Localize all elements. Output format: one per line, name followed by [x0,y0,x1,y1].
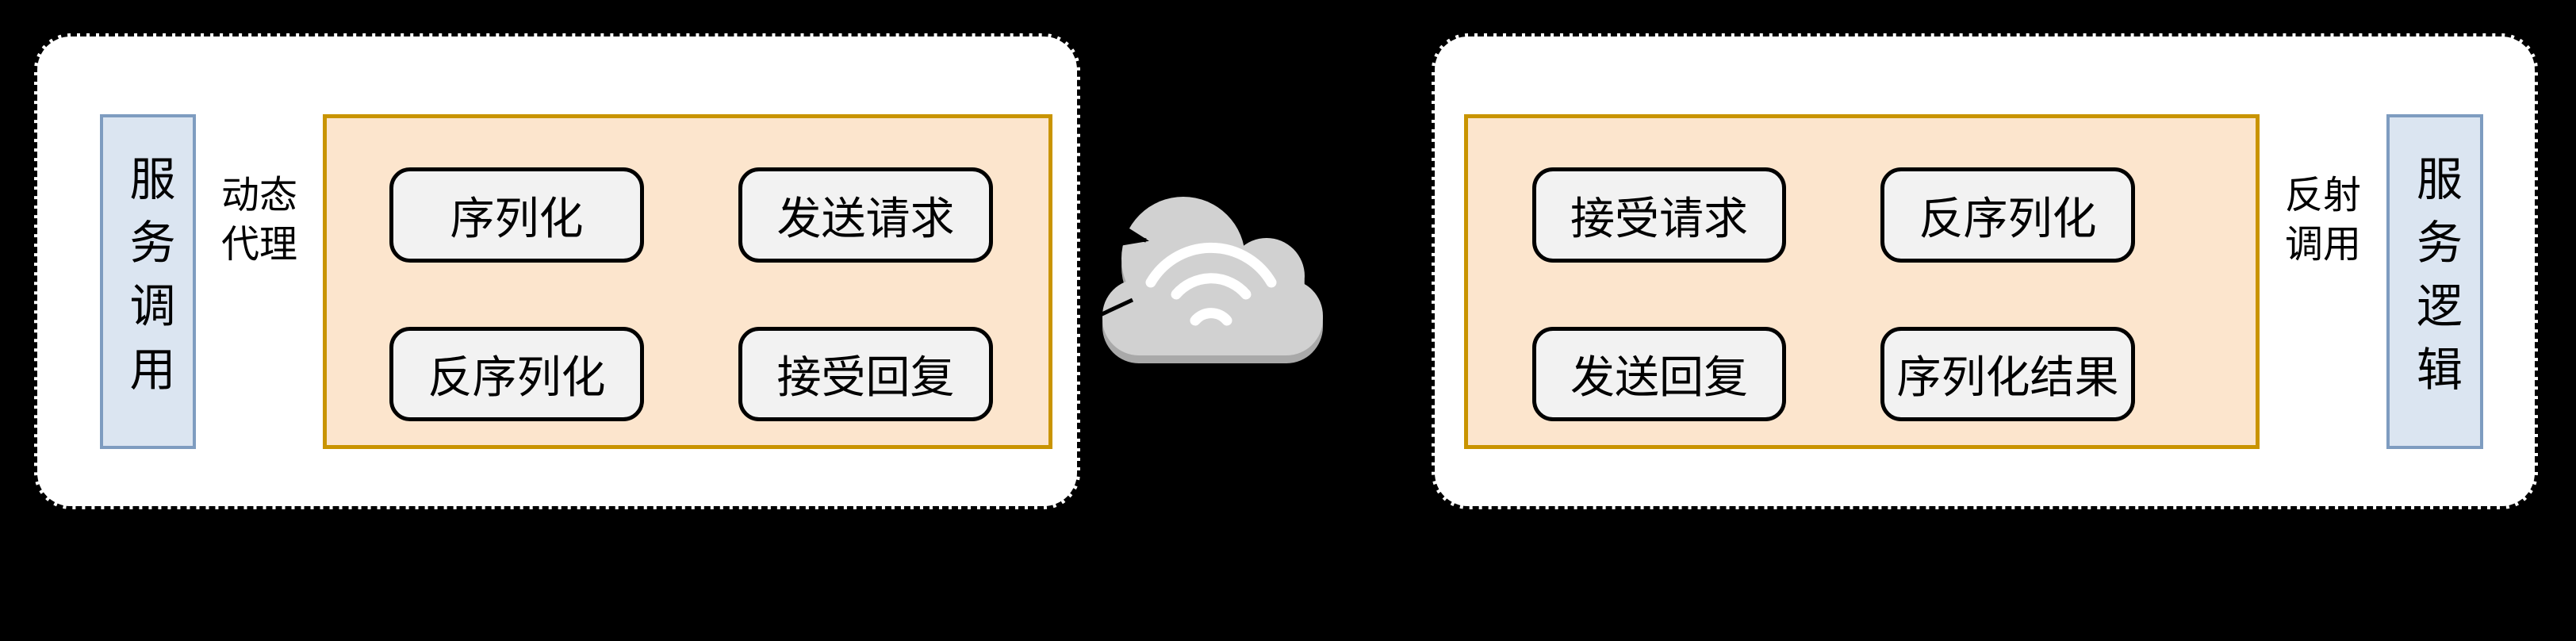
server-host-container: 接受请求 反序列化 发送回复 序列化结果 反射 调用 服务逻辑 [1432,33,2538,509]
server-deserialize-label: 反序列化 [1919,193,2097,244]
service-caller-label: 服务调用 [122,155,174,409]
client-serialize-box: 序列化 [389,167,644,263]
reflection-call-label: 反射 调用 [2260,171,2386,270]
dynamic-proxy-label: 动态 代理 [196,171,323,270]
client-host-container: 服务调用 动态 代理 序列化 发送请求 反序列化 接受回复 [34,33,1080,509]
wifi-icon [1145,242,1277,326]
dynamic-proxy-label-line1: 动态 [220,175,297,217]
server-send-reply-label: 发送回复 [1570,352,1748,402]
cloud-shadow [1102,205,1323,363]
client-send-request-box: 发送请求 [738,167,993,263]
cloud-body [1102,197,1323,355]
client-deserialize-label: 反序列化 [427,352,606,402]
reflection-call-label-line2: 调用 [2284,224,2361,266]
service-caller-box: 服务调用 [100,114,196,449]
cloud-wifi-icon [1102,197,1323,363]
service-logic-label: 服务逻辑 [2409,155,2461,409]
server-receive-request-box: 接受请求 [1532,167,1786,263]
server-receive-request-label: 接受请求 [1570,193,1748,244]
client-receive-reply-box: 接受回复 [738,327,993,421]
server-send-reply-box: 发送回复 [1532,327,1786,421]
dynamic-proxy-label-line2: 代理 [220,224,297,266]
client-send-request-label: 发送请求 [776,193,955,244]
client-serialize-label: 序列化 [450,193,584,244]
client-deserialize-box: 反序列化 [389,327,644,421]
client-receive-reply-label: 接受回复 [776,352,955,402]
server-serialize-result-label: 序列化结果 [1896,352,2119,402]
server-deserialize-box: 反序列化 [1880,167,2135,263]
server-serialize-result-box: 序列化结果 [1880,327,2135,421]
client-rpc-panel: 序列化 发送请求 反序列化 接受回复 [323,114,1052,449]
reflection-call-label-line1: 反射 [2284,175,2361,217]
service-logic-box: 服务逻辑 [2386,114,2483,449]
server-rpc-panel: 接受请求 反序列化 发送回复 序列化结果 [1464,114,2260,449]
